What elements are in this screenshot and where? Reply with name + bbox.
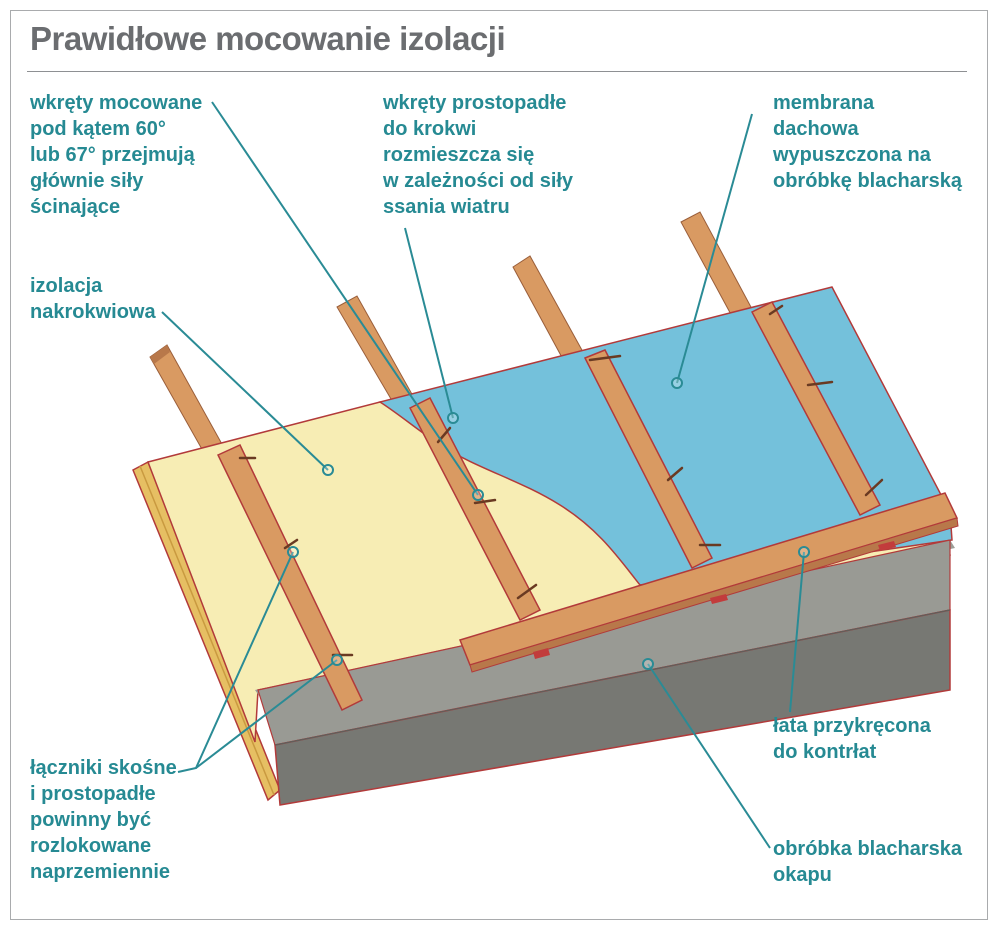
fixing-mark (533, 648, 550, 659)
flashing-fold (274, 609, 951, 746)
screw (473, 498, 497, 505)
fixing-mark (878, 541, 896, 551)
screw (283, 538, 299, 550)
leader-lines (161, 101, 805, 849)
leader-screws-perpendicular (404, 227, 454, 419)
screw (806, 380, 834, 387)
batten-side (469, 517, 959, 673)
callout-marker (447, 412, 459, 424)
leader-insulation (161, 311, 329, 471)
label-insulation: izolacja nakrokwiowa (30, 275, 156, 323)
leader-batten (789, 551, 805, 713)
label-screws-angled: wkręty mocowane pod kątem 60° lub 67° pr… (30, 92, 203, 218)
callout-markers (287, 377, 810, 670)
callout-marker (472, 489, 484, 501)
figure-title: Prawidłowe mocowanie izolacji (30, 20, 506, 57)
fixing-mark (710, 594, 728, 604)
leader-membrane (676, 113, 753, 384)
leader-screws-angled (211, 101, 479, 496)
rafter-end-1-side (150, 345, 170, 364)
screw (588, 354, 622, 362)
callout-marker (671, 377, 683, 389)
screw (516, 583, 538, 600)
counter-batten-4 (750, 301, 882, 516)
insulation-edge-line (139, 465, 275, 796)
label-flashing: obróbka blacharska okapu (773, 838, 962, 886)
counter-batten-3 (583, 349, 714, 570)
callout-marker (798, 546, 810, 558)
counter-battens (216, 301, 882, 712)
label-batten: łata przykręcona do kontrłat (773, 715, 931, 763)
batten-fixing-marks (533, 541, 896, 659)
callout-marker (287, 546, 299, 558)
title-divider (27, 71, 967, 72)
rafter-end-4 (680, 211, 753, 321)
screw (864, 478, 884, 497)
membrane-surface (378, 286, 953, 586)
screws (238, 304, 884, 657)
screw (768, 304, 784, 316)
figure-frame (10, 10, 988, 920)
callout-marker (642, 658, 654, 670)
callout-marker (331, 654, 343, 666)
leader-flashing (647, 663, 771, 849)
label-screws-perpendicular: wkręty prostopadłe do krokwi rozmieszcza… (383, 92, 574, 218)
counter-batten-1 (216, 444, 363, 712)
label-connectors: łączniki skośne i prostopadłe powinny by… (30, 757, 177, 883)
callout-marker (322, 464, 334, 476)
counter-batten-2 (408, 396, 542, 622)
rafter-end-3 (512, 255, 584, 364)
label-membrane: membrana dachowa wypuszczona na obróbkę … (773, 92, 962, 192)
screw (666, 466, 684, 482)
leader-connectors-b (195, 659, 338, 769)
